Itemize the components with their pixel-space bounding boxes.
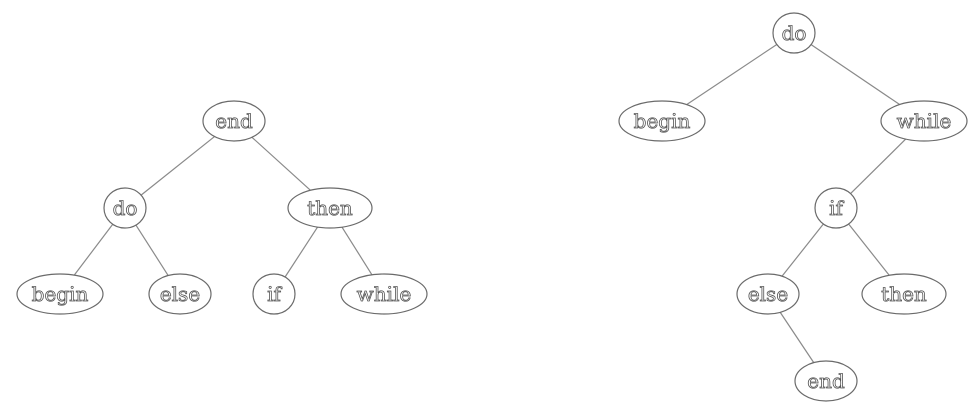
node-ellipse [16,273,104,315]
edge-then-if [284,226,319,278]
edge-if-then [848,223,890,276]
edge-do-begin [686,43,778,106]
node-if: if [814,187,858,229]
node-while: while [880,100,968,142]
node-then: then [861,273,947,315]
node-else: else [736,273,800,315]
edge-end-do [140,136,215,196]
node-label: then [881,282,927,306]
node-ellipse [340,273,428,315]
node-ellipse [814,187,858,229]
edge-end-then [251,136,311,191]
node-ellipse [772,12,816,54]
node-ellipse [287,187,373,229]
node-label: do [113,196,138,220]
node-begin: begin [16,273,104,315]
node-label: else [160,282,200,306]
tree-2: do begin while if else then end [618,12,968,402]
node-label: do [782,21,807,45]
node-else: else [148,273,212,315]
node-begin: begin [618,100,706,142]
edge-do-begin [73,223,114,276]
node-label: while [897,109,952,133]
node-label: then [307,196,353,220]
edge-if-else [781,223,824,277]
node-label: begin [634,109,691,133]
node-do: do [103,187,147,229]
tree-1: end do then begin else if while [16,100,428,315]
node-ellipse [103,187,147,229]
node-ellipse [148,273,212,315]
node-while: while [340,273,428,315]
node-ellipse [794,360,858,402]
node-label: else [748,282,788,306]
node-label: if [829,196,844,220]
edge-do-while [810,44,900,106]
node-label: while [357,282,412,306]
edge-then-while [341,226,373,276]
node-ellipse [618,100,706,142]
node-ellipse [202,100,266,142]
node-label: end [215,109,253,133]
node-if: if [252,273,296,315]
edge-else-end [779,312,815,363]
node-ellipse [252,273,296,315]
node-ellipse [736,273,800,315]
node-do: do [772,12,816,54]
node-ellipse [880,100,968,142]
node-label: if [267,282,282,306]
edge-while-if [850,138,907,195]
node-ellipse [861,273,947,315]
edge-do-else [135,224,169,276]
node-end: end [202,100,266,142]
node-end: end [794,360,858,402]
node-label: begin [32,282,89,306]
node-label: end [807,369,845,393]
node-then: then [287,187,373,229]
